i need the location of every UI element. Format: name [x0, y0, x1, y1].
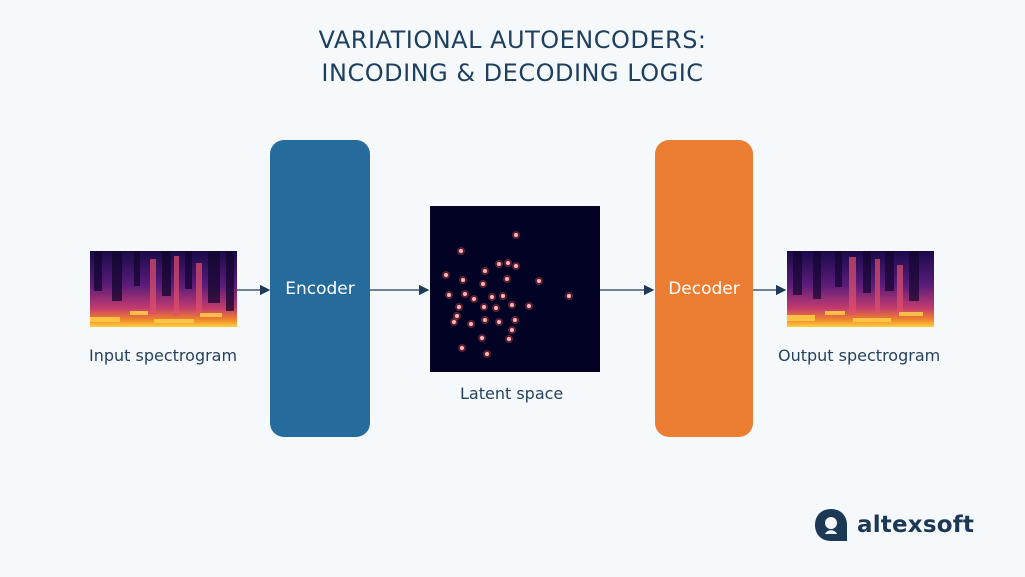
latent-point-30: [507, 337, 511, 341]
latent-point-0: [514, 233, 518, 237]
latent-point-23: [469, 322, 473, 326]
latent-point-21: [527, 304, 531, 308]
latent-space-caption: Latent space: [460, 384, 564, 403]
latent-point-32: [485, 352, 489, 356]
input-spectrogram-image: [90, 251, 237, 327]
latent-point-31: [460, 346, 464, 350]
input-spectrogram-graphic: [90, 251, 237, 327]
input-spectrogram-caption: Input spectrogram: [89, 346, 238, 365]
latent-point-8: [481, 282, 485, 286]
latent-point-9: [505, 277, 509, 281]
latent-point-26: [513, 318, 517, 322]
decoder-block: Decoder: [655, 140, 753, 437]
latent-point-18: [482, 305, 486, 309]
latent-point-3: [506, 261, 510, 265]
latent-point-10: [537, 279, 541, 283]
latent-point-13: [472, 297, 476, 301]
logo-text: altexsoft: [857, 512, 975, 538]
title-line-1: VARIATIONAL AUTOENCODERS:: [318, 26, 707, 54]
latent-point-19: [494, 306, 498, 310]
decoder-label: Decoder: [668, 278, 740, 299]
latent-point-29: [480, 336, 484, 340]
title-line-2: INCODING & DECODING LOGIC: [321, 59, 704, 87]
diagram-title: VARIATIONAL AUTOENCODERS: INCODING & DEC…: [0, 24, 1025, 90]
latent-point-25: [497, 320, 501, 324]
altexsoft-logo: altexsoft: [813, 505, 974, 545]
latent-point-4: [483, 269, 487, 273]
latent-point-20: [510, 303, 514, 307]
latent-point-22: [455, 314, 459, 318]
latent-point-15: [501, 294, 505, 298]
latent-point-24: [483, 318, 487, 322]
encoder-label: Encoder: [285, 278, 355, 299]
latent-point-7: [461, 278, 465, 282]
encoder-block: Encoder: [270, 140, 370, 437]
altexsoft-logo-icon: [815, 509, 847, 541]
latent-point-1: [459, 249, 463, 253]
latent-point-11: [447, 293, 451, 297]
latent-point-2: [497, 262, 501, 266]
output-spectrogram-caption: Output spectrogram: [778, 346, 941, 365]
latent-point-12: [463, 292, 467, 296]
latent-points: [442, 231, 573, 358]
latent-point-28: [510, 328, 514, 332]
latent-point-6: [444, 273, 448, 277]
latent-point-5: [514, 264, 518, 268]
output-spectrogram-graphic: [787, 251, 934, 327]
latent-point-17: [457, 305, 461, 309]
output-spectrogram-image: [787, 251, 934, 327]
latent-point-14: [490, 295, 494, 299]
latent-space-plot: [430, 206, 600, 372]
latent-point-16: [567, 294, 571, 298]
latent-point-27: [452, 320, 456, 324]
